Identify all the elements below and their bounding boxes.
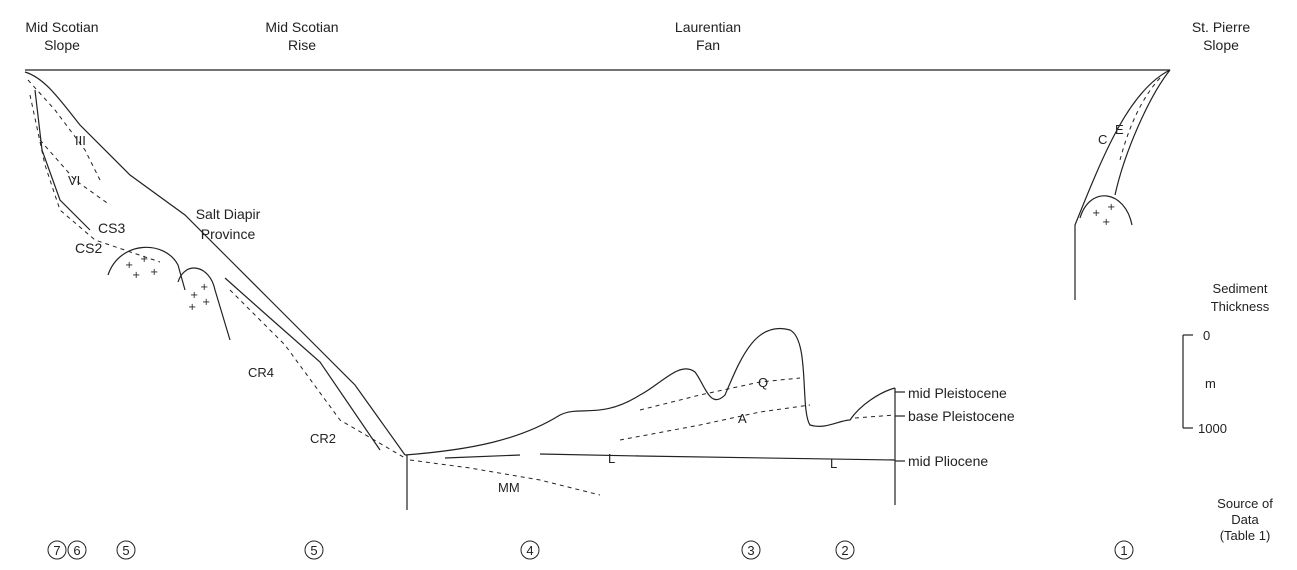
scale-title-line: Sediment — [1213, 281, 1268, 296]
horizon-label-mid-pleistocene: mid Pleistocene — [908, 385, 1007, 401]
region-label-laurentian-fan: Laurentian Fan — [675, 19, 741, 53]
region-label-mid-scotian-rise: Mid Scotian Rise — [265, 19, 338, 53]
st-pierre-slope-base — [1114, 69, 1171, 196]
region-label-line: Slope — [1203, 37, 1239, 53]
svg-text:+: + — [188, 302, 196, 313]
region-label-line: Laurentian — [675, 19, 741, 35]
scotian-seafloor-profile — [24, 71, 406, 456]
source-title-line: Data — [1231, 512, 1259, 527]
svg-text:+: + — [202, 297, 210, 308]
mm-horizon — [409, 459, 601, 496]
source-marker: 5 — [116, 540, 136, 560]
source-marker: 4 — [520, 540, 540, 560]
svg-text:+: + — [140, 254, 148, 265]
svg-text:+: + — [150, 267, 158, 278]
source-title-line: (Table 1) — [1220, 528, 1271, 543]
slope-internal-horizon — [27, 79, 101, 181]
sediment-thickness-scale: Sediment Thickness 0 m 1000 — [1182, 281, 1270, 436]
source-marker-number: 5 — [122, 543, 129, 558]
salt-diapir-outline — [107, 246, 186, 291]
a-horizon — [619, 404, 811, 441]
unit-label-c: C — [1098, 132, 1107, 147]
laurentian-seafloor-profile — [404, 327, 896, 456]
source-marker: 6 — [67, 540, 87, 560]
l-horizon — [444, 453, 896, 461]
source-marker: 2 — [835, 540, 855, 560]
region-label-line: Slope — [44, 37, 80, 53]
source-of-data-label: Source of Data (Table 1) — [1217, 496, 1273, 543]
slope-internal-horizon — [39, 139, 111, 206]
svg-text:+: + — [132, 270, 140, 281]
region-label-mid-scotian-slope: Mid Scotian Slope — [25, 19, 98, 53]
svg-text:+: + — [1107, 202, 1115, 213]
source-title-line: Source of — [1217, 496, 1273, 511]
scotian-slope-base — [34, 89, 91, 231]
scale-title-line: Thickness — [1211, 299, 1270, 314]
unit-label-cr4: CR4 — [248, 365, 274, 380]
unit-label-vi: VI — [68, 173, 80, 188]
region-label-line: Mid Scotian — [265, 19, 338, 35]
source-marker-number: 5 — [310, 543, 317, 558]
unit-label-iii: III — [75, 133, 86, 148]
region-label-line: Mid Scotian — [25, 19, 98, 35]
salt-diapir-outline — [177, 267, 231, 341]
scale-unit: m — [1205, 376, 1216, 391]
source-marker-number: 4 — [526, 543, 533, 558]
unit-label-e: E — [1115, 122, 1124, 137]
horizon-label-base-pleistocene: base Pleistocene — [908, 408, 1015, 424]
source-marker: 1 — [1114, 540, 1134, 560]
scale-bottom-value: 1000 — [1198, 421, 1227, 436]
q-horizon — [639, 377, 801, 411]
source-marker-number: 3 — [747, 543, 754, 558]
svg-text:+: + — [1092, 208, 1100, 219]
cr2-horizon — [229, 289, 406, 459]
region-label-line: Fan — [696, 37, 720, 53]
slope-internal-horizon — [29, 94, 161, 263]
region-label-line: St. Pierre — [1192, 19, 1251, 35]
source-marker-number: 7 — [53, 543, 60, 558]
st-pierre-internal-horizon — [1119, 77, 1161, 161]
source-marker: 7 — [47, 540, 67, 560]
salt-diapir-province-label: Salt Diapir Province — [196, 206, 261, 242]
region-label-st-pierre-slope: St. Pierre Slope — [1192, 19, 1251, 53]
feature-label-line: Province — [201, 226, 256, 242]
source-marker-number: 1 — [1120, 543, 1127, 558]
region-label-line: Rise — [288, 37, 316, 53]
unit-label-mm: MM — [498, 480, 520, 495]
salt-diapir-crosses: ++ ++ ++ ++ — [125, 254, 210, 313]
svg-text:+: + — [190, 290, 198, 301]
feature-label-line: Salt Diapir — [196, 206, 261, 222]
st-pierre-seafloor-profile — [1074, 69, 1171, 300]
unit-label-l: L — [608, 451, 615, 466]
source-marker: 5 — [304, 540, 324, 560]
salt-diapir-crosses: ++ + — [1092, 202, 1115, 228]
svg-text:+: + — [125, 260, 133, 271]
salt-diapir-outline — [1079, 195, 1133, 226]
unit-label-a: A — [738, 411, 747, 426]
svg-text:+: + — [200, 282, 208, 293]
base-pleistocene-horizon — [854, 414, 896, 419]
scale-top-value: 0 — [1203, 328, 1210, 343]
unit-label-cs3: CS3 — [98, 220, 125, 236]
source-marker: 3 — [741, 540, 761, 560]
unit-label-cs2: CS2 — [75, 240, 102, 256]
unit-label-cr2: CR2 — [310, 431, 336, 446]
unit-label-l: L — [830, 456, 837, 471]
cr4-horizon — [224, 277, 381, 451]
source-marker-number: 6 — [73, 543, 80, 558]
unit-label-q: Q — [758, 375, 768, 390]
source-marker-number: 2 — [841, 543, 848, 558]
horizon-label-mid-pliocene: mid Pliocene — [908, 453, 988, 469]
svg-text:+: + — [1102, 217, 1110, 228]
